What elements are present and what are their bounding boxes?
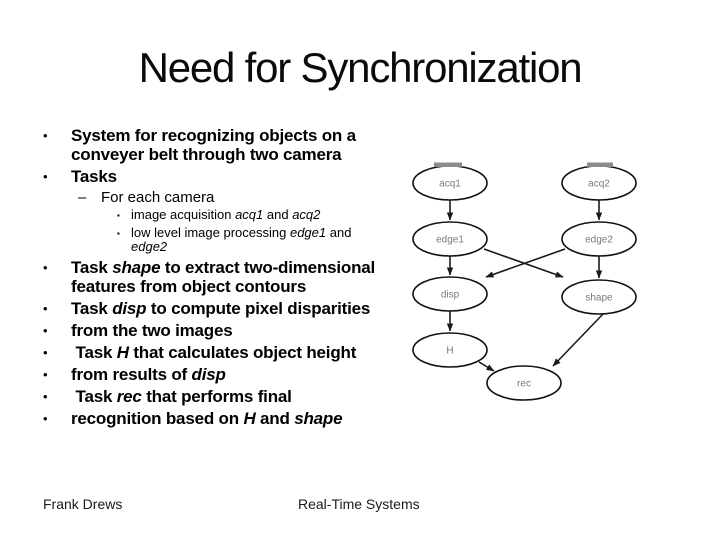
- list-item: • Task shape to extract two-dimensional f…: [43, 258, 413, 296]
- bullet-list: • System for recognizing objects on a con…: [43, 126, 413, 428]
- bullet-marker: •: [43, 259, 48, 275]
- node-label-acq1: acq1: [439, 179, 461, 190]
- bullet-text: Task disp to compute pixel disparities: [71, 298, 371, 318]
- bullet-marker: •: [43, 300, 48, 316]
- node-H: [412, 332, 488, 368]
- list-item: • from results of disp: [43, 365, 413, 384]
- diagram-edges: [446, 200, 604, 372]
- list-item: • recognition based on H and shape: [43, 409, 413, 428]
- list-item: –For each camera: [43, 189, 413, 206]
- node-rec: [486, 365, 562, 401]
- list-item: • Task rec that performs final: [43, 387, 413, 406]
- bullet-marker: •: [43, 366, 48, 382]
- bullet-text: Task H that calculates object height: [71, 342, 357, 362]
- bullet-text: Task shape to extract two-dimensional fe…: [71, 257, 376, 296]
- node-label-disp: disp: [441, 290, 460, 301]
- bullet-marker: •: [43, 344, 48, 360]
- slide-title: Need for Synchronization: [138, 44, 583, 91]
- task-graph-diagram: acq1 acq2 edge1 edge2 disp shape H rec: [412, 162, 637, 401]
- bullet-text: For each camera: [101, 189, 215, 206]
- bullet-marker: •: [43, 388, 48, 404]
- bullet-marker: ▪: [117, 211, 120, 220]
- gray-cap-acq1: [434, 162, 462, 167]
- node-edge1: [412, 221, 488, 257]
- list-item: • Task H that calculates object height: [43, 343, 413, 362]
- list-item: • from the two images: [43, 321, 413, 340]
- list-item: ▪ low level image processing edge1 and ed…: [43, 224, 413, 255]
- bullet-text: Task rec that performs final: [71, 386, 292, 406]
- bullet-marker: •: [43, 169, 48, 184]
- list-item: • System for recognizing objects on a con…: [43, 126, 413, 164]
- node-label-edge1: edge1: [436, 235, 464, 246]
- bullet-text: image acquisition acq1 and acq2: [131, 207, 321, 222]
- bullet-marker: ▪: [117, 228, 120, 238]
- node-disp: [412, 276, 488, 312]
- bullet-marker: •: [43, 128, 48, 143]
- node-shape: [561, 279, 637, 315]
- edge-H-rec: [478, 361, 495, 372]
- bullet-marker: –: [78, 189, 87, 206]
- bullet-text: System for recognizing objects on a conv…: [71, 126, 356, 164]
- edge-edge2-disp: [485, 248, 566, 278]
- list-item: • Tasks: [43, 167, 413, 186]
- bullet-text: from the two images: [71, 320, 233, 340]
- bullet-marker: •: [43, 322, 48, 338]
- node-edge2: [561, 221, 637, 257]
- node-label-rec: rec: [517, 379, 531, 390]
- bullet-text: from results of disp: [71, 364, 226, 384]
- bullet-text: low level image processing edge1 and edg…: [131, 224, 352, 254]
- node-label-H: H: [446, 346, 453, 357]
- node-label-shape: shape: [585, 293, 613, 304]
- bullet-text: recognition based on H and shape: [71, 408, 343, 428]
- bullet-marker: •: [43, 410, 48, 426]
- bullet-text: Tasks: [71, 167, 117, 186]
- node-label-acq2: acq2: [588, 179, 610, 190]
- footer-course: Real-Time Systems: [298, 496, 420, 512]
- edge-shape-rec: [552, 313, 604, 367]
- footer-author: Frank Drews: [43, 496, 123, 512]
- node-label-edge2: edge2: [585, 235, 613, 246]
- gray-cap-acq2: [587, 162, 613, 167]
- list-item: ▪ image acquisition acq1 and acq2: [43, 207, 413, 224]
- list-item: • Task disp to compute pixel disparities: [43, 299, 413, 318]
